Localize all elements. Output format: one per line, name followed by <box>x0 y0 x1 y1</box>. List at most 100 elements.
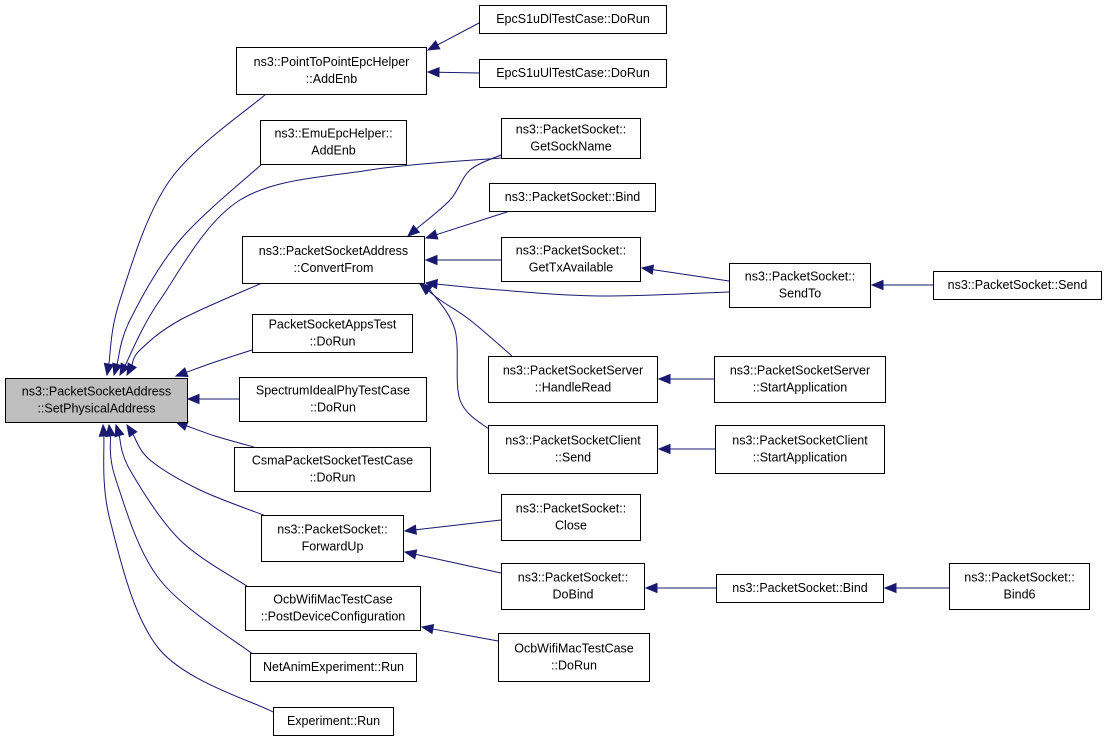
node-label-line: ns3::PacketSocket::Bind <box>505 190 641 204</box>
node-label-line: ns3::PacketSocket:: <box>516 244 626 258</box>
node-label-line: ::StartApplication <box>753 381 848 395</box>
node-label-line: OcbWifiMacTestCase <box>514 642 634 656</box>
node-client_start[interactable]: ns3::PacketSocketClient::StartApplicatio… <box>715 425 885 474</box>
node-box[interactable] <box>489 183 656 212</box>
node-box[interactable] <box>234 447 431 492</box>
node-experiment[interactable]: Experiment::Run <box>273 707 394 736</box>
edge-line <box>103 434 274 713</box>
node-label-line: ns3::PacketSocketAddress <box>22 385 171 399</box>
edge-arrowhead <box>644 582 658 594</box>
node-netanim[interactable]: NetAnimExperiment::Run <box>250 653 417 682</box>
edge-line <box>414 553 502 574</box>
node-bind6[interactable]: ns3::PacketSocket::Bind6 <box>949 563 1090 610</box>
edge-p2p_addenb-to-setphys <box>103 93 267 377</box>
edge-epc_ul-to-p2p_addenb <box>426 66 480 78</box>
node-csma[interactable]: CsmaPacketSocketTestCase::DoRun <box>234 447 431 492</box>
edge-arrowhead <box>112 362 123 377</box>
edge-line <box>131 282 263 367</box>
edge-sendto-to-gettx <box>640 264 730 282</box>
node-label-line: ::DoRun <box>310 335 356 349</box>
node-convertfrom[interactable]: ns3::PacketSocketAddress::ConvertFrom <box>242 236 425 284</box>
node-ocb_dorun[interactable]: OcbWifiMacTestCase::DoRun <box>498 633 650 682</box>
node-epc_ul[interactable]: EpcS1uUlTestCase::DoRun <box>479 59 667 88</box>
edge-arrowhead <box>420 623 435 635</box>
edge-netanim-to-setphys <box>105 423 255 656</box>
node-client_send[interactable]: ns3::PacketSocketClient::Send <box>488 425 658 474</box>
edge-arrowhead <box>126 423 138 438</box>
node-box[interactable] <box>245 586 421 631</box>
edge-arrowhead <box>103 362 115 377</box>
node-label-line: ns3::PacketSocket:: <box>516 502 626 516</box>
node-p2p_addenb[interactable]: ns3::PointToPointEpcHelper::AddEnb <box>236 47 427 95</box>
node-box[interactable] <box>488 356 658 403</box>
node-box[interactable] <box>933 271 1102 300</box>
edge-arrowhead <box>426 40 441 51</box>
node-box[interactable] <box>714 356 886 403</box>
node-box[interactable] <box>250 653 417 682</box>
node-box[interactable] <box>273 707 394 736</box>
node-box[interactable] <box>242 236 425 284</box>
edge-getsockname-to-setphys <box>119 157 502 377</box>
edge-line <box>435 283 730 297</box>
edge-line <box>124 157 502 367</box>
node-box[interactable] <box>716 574 884 603</box>
node-bind_a[interactable]: ns3::PacketSocket::Bind <box>489 183 656 212</box>
node-box[interactable] <box>479 59 667 88</box>
node-box[interactable] <box>501 494 641 541</box>
node-label-line: ns3::PacketSocketClient <box>732 434 868 448</box>
edge-epc_dl-to-p2p_addenb <box>426 22 480 51</box>
node-spectrum[interactable]: SpectrumIdealPhyTestCase::DoRun <box>239 377 427 422</box>
node-gettx[interactable]: ns3::PacketSocket::GetTxAvailable <box>501 237 641 282</box>
node-label-line: ::DoRun <box>310 471 356 485</box>
node-label-line: PacketSocketAppsTest <box>269 318 397 332</box>
edge-arrowhead <box>426 66 440 78</box>
node-box[interactable] <box>498 633 650 682</box>
node-box[interactable] <box>501 237 641 282</box>
node-box[interactable] <box>260 120 407 165</box>
node-label-line: ns3::PacketSocket:: <box>516 123 626 137</box>
edge-server_start-to-handleread <box>657 373 714 385</box>
node-ocb_post[interactable]: OcbWifiMacTestCase::PostDeviceConfigurat… <box>245 586 421 631</box>
edge-arrowhead <box>403 549 418 560</box>
node-dobind[interactable]: ns3::PacketSocket::DoBind <box>501 563 645 610</box>
node-box[interactable] <box>729 263 871 308</box>
node-label-line: ns3::PointToPointEpcHelper <box>254 55 410 69</box>
edge-line <box>437 71 480 74</box>
node-emu_addenb[interactable]: ns3::EmuEpcHelper::AddEnb <box>260 120 407 165</box>
node-getsockname[interactable]: ns3::PacketSocket::GetSockName <box>501 118 641 159</box>
node-label-line: ForwardUp <box>302 540 364 554</box>
edge-arrowhead <box>119 362 130 377</box>
node-forwardup[interactable]: ns3::PacketSocket::ForwardUp <box>261 515 404 562</box>
node-box[interactable] <box>715 425 885 474</box>
edge-appstest-to-setphys <box>174 349 253 378</box>
node-bind_b[interactable]: ns3::PacketSocket::Bind <box>716 574 884 603</box>
node-server_start[interactable]: ns3::PacketSocketServer::StartApplicatio… <box>714 356 886 403</box>
node-setphys[interactable]: ns3::PacketSocketAddress::SetPhysicalAdd… <box>5 378 188 423</box>
node-box[interactable] <box>252 314 413 353</box>
node-box[interactable] <box>488 425 658 474</box>
node-box[interactable] <box>949 563 1090 610</box>
edge-bind6-to-bind_b <box>883 582 949 594</box>
edge-line <box>109 434 255 656</box>
node-label-line: ns3::PacketSocketAddress <box>259 244 408 258</box>
node-box[interactable] <box>501 563 645 610</box>
node-label-line: ::ConvertFrom <box>294 261 374 275</box>
node-box[interactable] <box>236 47 427 95</box>
node-box[interactable] <box>501 118 641 159</box>
edge-line <box>651 268 730 282</box>
node-box[interactable] <box>239 377 427 422</box>
edge-arrowhead <box>424 229 439 240</box>
node-epc_dl[interactable]: EpcS1uDlTestCase::DoRun <box>479 5 667 34</box>
node-box[interactable] <box>261 515 404 562</box>
node-sendto[interactable]: ns3::PacketSocket::SendTo <box>729 263 871 308</box>
node-box[interactable] <box>479 5 667 34</box>
node-appstest[interactable]: PacketSocketAppsTest::DoRun <box>252 314 413 353</box>
node-box[interactable] <box>5 378 188 423</box>
node-handleread[interactable]: ns3::PacketSocketServer::HandleRead <box>488 356 658 403</box>
node-close[interactable]: ns3::PacketSocket::Close <box>501 494 641 541</box>
node-label-line: AddEnb <box>311 144 356 158</box>
node-send[interactable]: ns3::PacketSocket::Send <box>933 271 1102 300</box>
node-label-line: GetTxAvailable <box>529 261 614 275</box>
edge-client_send-to-convertfrom <box>418 283 491 431</box>
edge-spectrum-to-setphys <box>186 393 239 405</box>
